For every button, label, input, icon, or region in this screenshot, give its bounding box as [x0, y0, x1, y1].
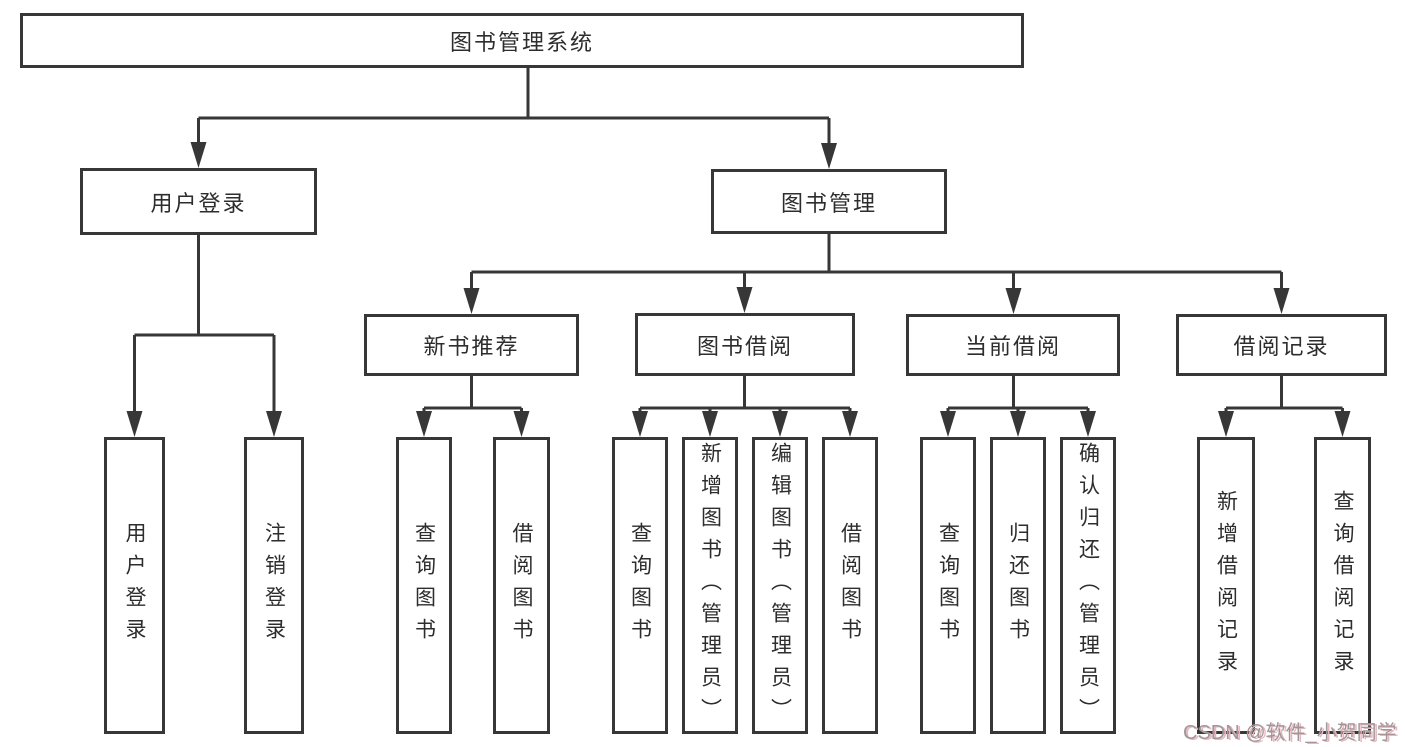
leaf-bb-borrow-books-label: 借阅图书	[838, 521, 862, 650]
arrowhead	[1334, 411, 1351, 437]
leaf-cb-query-books: 查询图书	[920, 437, 976, 734]
leaf-br-query-borrow-record-label: 查询借阅记录	[1331, 489, 1354, 682]
leaf-rec-query-books: 查询图书	[396, 437, 452, 734]
node-book-borrowing-label: 图书借阅	[696, 333, 793, 359]
arrowhead	[1218, 411, 1234, 437]
leaf-cb-confirm-return-admin: 确认归还（管理员）	[1060, 437, 1116, 734]
leaf-cb-confirm-return-admin-label: 确认归还（管理员）	[1076, 441, 1100, 730]
connector-user-login-split	[133, 234, 276, 415]
connector-new-rec-split	[422, 375, 523, 415]
arrowhead	[821, 143, 837, 169]
leaf-br-query-borrow-record: 查询借阅记录	[1314, 437, 1371, 734]
watermark: CSDN @软件_小贺同学	[1183, 722, 1397, 744]
node-book-management-label: 图书管理	[780, 190, 877, 216]
arrowhead	[126, 411, 143, 437]
node-user-login: 用户登录	[80, 168, 317, 235]
arrowhead	[463, 288, 480, 314]
arrowhead	[736, 287, 753, 313]
arrowhead	[842, 411, 858, 437]
connector-borrow-split	[638, 375, 852, 415]
node-book-management: 图书管理	[711, 169, 947, 234]
node-new-book-recommend: 新书推荐	[364, 314, 579, 376]
leaf-bb-add-books-admin: 新增图书（管理员）	[682, 437, 738, 734]
connector-book-mgmt-split	[470, 233, 1283, 292]
node-current-borrowing-label: 当前借阅	[964, 334, 1061, 359]
leaf-user-login-label: 用户登录	[123, 521, 146, 650]
arrowhead	[702, 411, 718, 437]
leaf-br-add-borrow-record: 新增借阅记录	[1197, 437, 1255, 734]
arrowhead	[1010, 411, 1026, 437]
leaf-br-add-borrow-record-label: 新增借阅记录	[1214, 489, 1238, 682]
connector-root-split	[197, 67, 831, 147]
leaf-logout-login-label: 注销登录	[262, 521, 286, 650]
node-borrow-records: 借阅记录	[1176, 314, 1387, 376]
arrowhead	[632, 411, 648, 437]
connector-records-split	[1224, 375, 1344, 415]
leaf-user-login: 用户登录	[104, 437, 165, 734]
node-book-borrowing: 图书借阅	[635, 313, 855, 376]
node-new-book-recommend-label: 新书推荐	[423, 334, 520, 359]
arrowhead	[1080, 411, 1096, 437]
leaf-cb-return-books: 归还图书	[990, 437, 1046, 734]
leaf-cb-return-books-label: 归还图书	[1006, 521, 1030, 650]
arrowhead	[416, 411, 432, 437]
leaf-rec-query-books-label: 查询图书	[412, 521, 436, 650]
arrowhead	[940, 411, 956, 437]
leaf-rec-borrow-books-label: 借阅图书	[510, 521, 533, 650]
arrowhead	[772, 411, 788, 437]
arrowhead	[190, 142, 207, 168]
leaf-bb-edit-books-admin-label: 编辑图书（管理员）	[768, 441, 792, 730]
leaf-logout-login: 注销登录	[244, 437, 304, 734]
node-root: 图书管理系统	[20, 13, 1024, 68]
arrowhead	[513, 411, 530, 437]
arrowhead	[1273, 288, 1290, 314]
connector-current-split	[946, 375, 1090, 415]
leaf-bb-add-books-admin-label: 新增图书（管理员）	[698, 441, 722, 730]
arrowhead	[1005, 288, 1022, 314]
node-root-label: 图书管理系统	[449, 29, 594, 55]
leaf-bb-edit-books-admin: 编辑图书（管理员）	[752, 437, 808, 734]
leaf-bb-query-books-label: 查询图书	[628, 521, 652, 650]
node-user-login-label: 用户登录	[150, 190, 247, 216]
leaf-rec-borrow-books: 借阅图书	[493, 437, 550, 734]
leaf-cb-query-books-label: 查询图书	[936, 521, 960, 650]
node-current-borrowing: 当前借阅	[906, 314, 1120, 376]
node-borrow-records-label: 借阅记录	[1233, 334, 1330, 359]
leaf-bb-borrow-books: 借阅图书	[822, 437, 878, 734]
arrowhead	[266, 411, 282, 437]
leaf-bb-query-books: 查询图书	[612, 437, 668, 734]
